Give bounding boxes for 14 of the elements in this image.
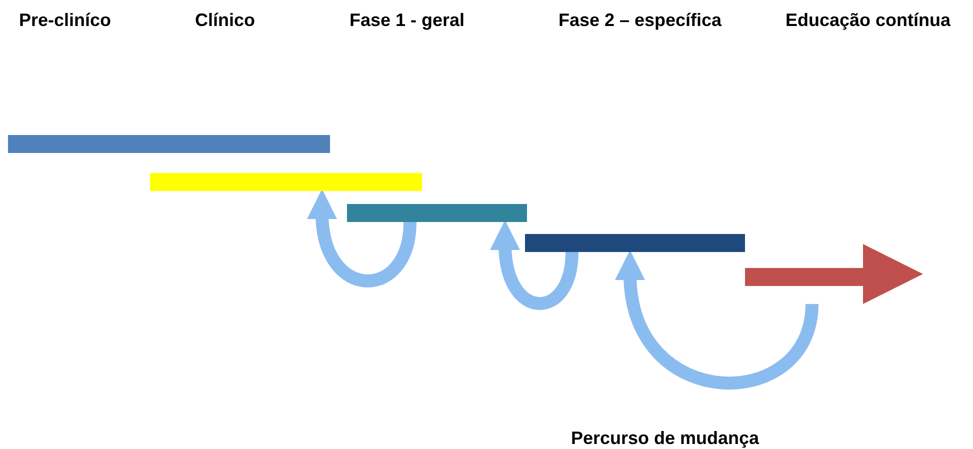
curved-arrow	[490, 220, 578, 310]
phase-heading: Fase 2 – específica	[558, 10, 722, 31]
timeline-bar	[525, 234, 745, 252]
curved-arrow	[308, 189, 416, 288]
phase-heading: Fase 1 - geral	[349, 10, 465, 31]
phase-heading: Pre-cliníco	[18, 10, 112, 31]
timeline-bar	[150, 173, 422, 191]
timeline-bar	[347, 204, 527, 222]
phase-heading: Educação contínua	[785, 10, 951, 31]
curved-arrow	[616, 250, 818, 390]
caption-text: Percurso de mudança	[570, 428, 760, 449]
timeline-bar	[8, 135, 330, 153]
block-arrow	[745, 244, 923, 304]
phase-heading: Clínico	[195, 10, 255, 31]
